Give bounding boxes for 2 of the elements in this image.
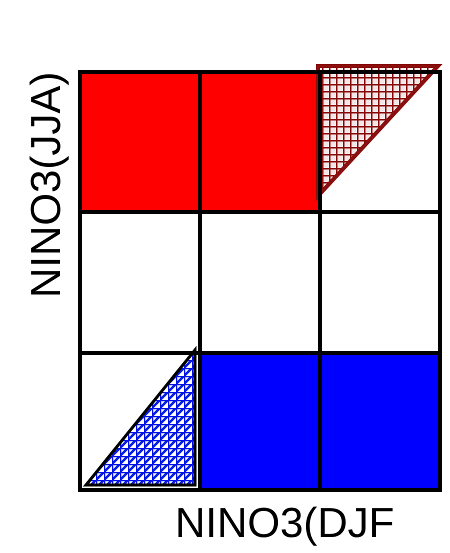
axis-label: NINO3(JJA) <box>25 72 67 298</box>
axis-label: NINO3(DJF <box>175 502 394 544</box>
